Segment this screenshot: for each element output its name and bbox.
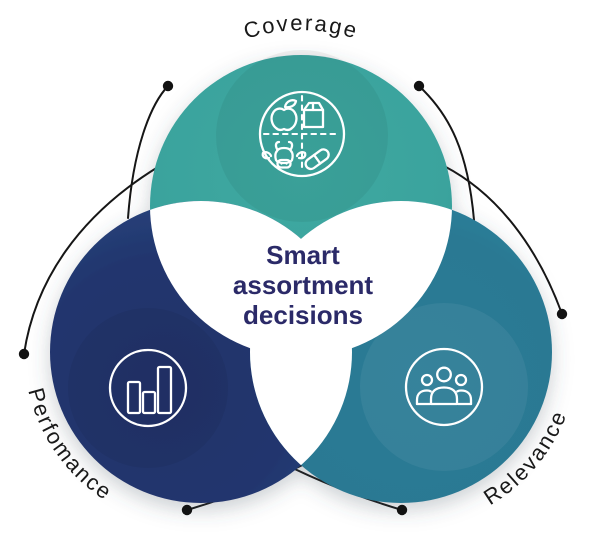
bar-chart-icon <box>108 348 188 428</box>
apple-glyph <box>270 107 298 132</box>
people-group-icon <box>404 347 484 427</box>
center-label: Smart assortment decisions <box>193 240 413 330</box>
cow-glyph <box>261 151 273 160</box>
center-label-line3: decisions <box>243 300 363 330</box>
arc-top-right-down <box>418 85 475 221</box>
dot-top-right <box>413 80 425 92</box>
dot-right <box>556 308 568 320</box>
dot-top-left <box>162 80 174 92</box>
dot-bottom-left <box>181 504 193 516</box>
performance-inner-ring <box>68 308 228 468</box>
center-label-line1: Smart <box>266 240 340 270</box>
center-label-line2: assortment <box>232 270 374 300</box>
arc-left-up <box>23 166 159 355</box>
arc-right-up <box>443 165 563 315</box>
dot-bottom-right <box>396 504 408 516</box>
arc-top-left-down <box>127 85 169 219</box>
coverage-label: Coverage <box>241 10 362 44</box>
arc-end-dots <box>18 80 568 516</box>
product-categories-icon <box>258 90 346 178</box>
dot-left <box>18 348 30 360</box>
apple-leaf <box>283 99 298 109</box>
pill-glyph <box>304 148 330 171</box>
performance-relevance-overlap <box>250 201 352 503</box>
